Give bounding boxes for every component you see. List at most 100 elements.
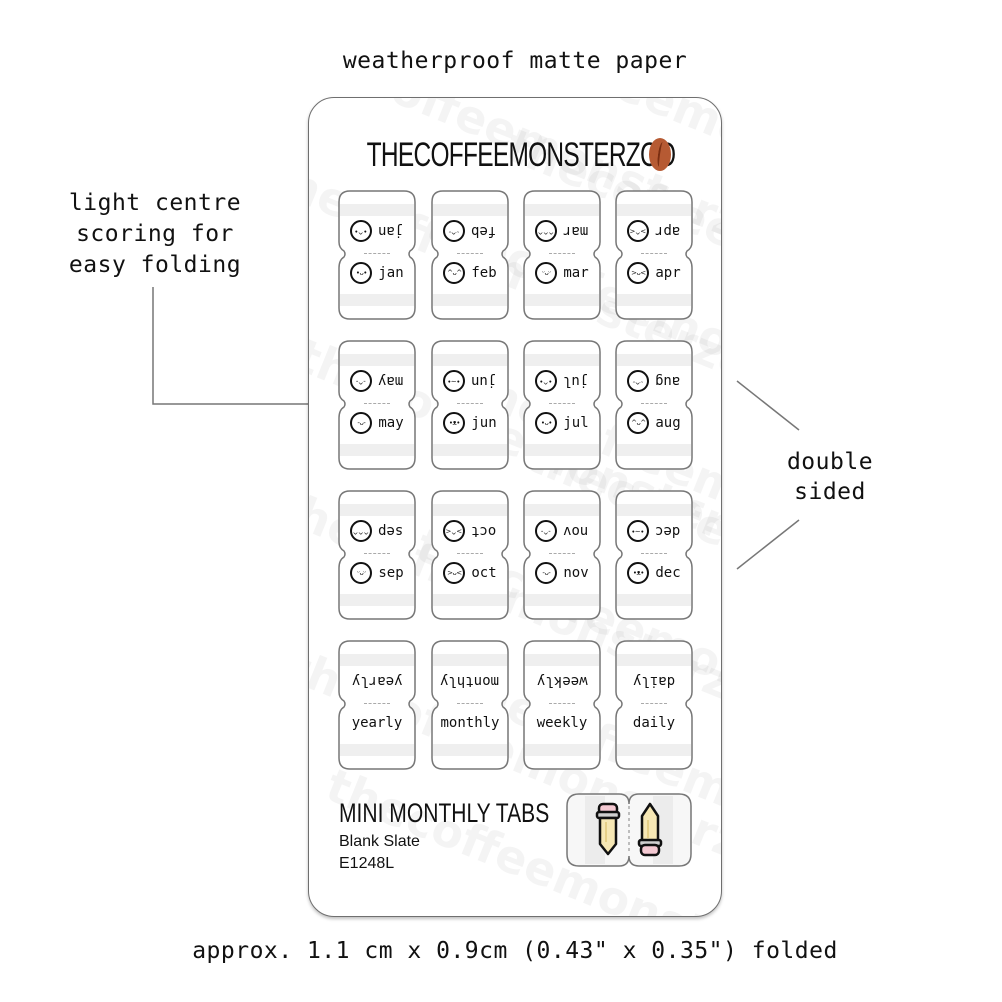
- brand-name: THECOFFEEMONSTERZCO: [366, 136, 676, 174]
- kawaii-face-icon: ^ᴗ^: [443, 262, 466, 284]
- tab-front-side: -^-may: [338, 370, 416, 392]
- tab-label: yearly: [351, 715, 403, 731]
- fold-score-line: [641, 253, 667, 254]
- kawaii-face-icon: -ᴗ-: [535, 562, 558, 584]
- sticker-sheet: thecoffeemonsterzcothecoffeemonsterzcoth…: [308, 97, 722, 917]
- double-sided-note: double sided: [745, 447, 915, 507]
- tab-label: sep: [378, 523, 404, 539]
- kawaii-face-icon: -^-: [535, 520, 558, 542]
- tab-may: -^-may-ᴗ-may: [338, 340, 416, 470]
- tab-front-side: monthly: [431, 670, 509, 692]
- tab-back-side: daily: [615, 712, 693, 734]
- scoring-note-line: scoring for: [76, 221, 234, 247]
- product-title: MINI MONTHLY TABS: [339, 798, 550, 828]
- tab-label: jan: [378, 223, 404, 239]
- tab-front-side: >^<apr: [615, 220, 693, 242]
- fold-score-line: [549, 703, 575, 704]
- tab-outline: [431, 340, 509, 470]
- kawaii-face-icon: ᵕ^ᵕ: [627, 370, 650, 392]
- tab-outline: [431, 190, 509, 320]
- tab-back-side: -ᴗ-may: [338, 412, 416, 434]
- tab-front-side: ^^^mar: [523, 220, 601, 242]
- tab-back-side: •ᴥ•jun: [431, 412, 509, 434]
- kawaii-face-icon: ^ᴗ^: [627, 412, 650, 434]
- tab-back-side: yearly: [338, 712, 416, 734]
- double-sided-note-line: sided: [794, 479, 866, 505]
- tab-back-side: •ᴗ• jul: [523, 412, 601, 434]
- tab-label: jul: [563, 373, 589, 389]
- kawaii-face-icon: •^•: [535, 370, 558, 392]
- tab-label: mar: [563, 265, 589, 281]
- tab-label: jul: [563, 415, 589, 431]
- kawaii-face-icon: >ᴗ<: [627, 262, 650, 284]
- tab-back-side: >ᴗ<oct: [431, 562, 509, 584]
- kawaii-face-icon: ᵕ^ᵕ: [443, 220, 466, 242]
- kawaii-face-icon: •ᴗ•: [350, 262, 373, 284]
- tab-label: dec: [655, 523, 681, 539]
- tab-back-side: monthly: [431, 712, 509, 734]
- tab-label: may: [378, 415, 404, 431]
- tab-jul: •^• jul •ᴗ• jul: [523, 340, 601, 470]
- kawaii-face-icon: -ᴗ-: [350, 412, 373, 434]
- tab-outline: [338, 490, 416, 620]
- coffee-bean-icon: [649, 138, 671, 171]
- tab-outline: [338, 640, 416, 770]
- tab-outline: [523, 490, 601, 620]
- tab-daily: daily daily: [615, 640, 693, 770]
- tab-outline: [431, 490, 509, 620]
- fold-score-line: [457, 553, 483, 554]
- product-code: E1248L: [339, 855, 395, 872]
- fold-score-line: [364, 253, 390, 254]
- kawaii-face-icon: •ᴗ•: [535, 412, 558, 434]
- tab-front-side: weekly: [523, 670, 601, 692]
- kawaii-face-icon: •~•: [443, 370, 466, 392]
- tab-monthly: monthly monthly: [431, 640, 509, 770]
- scoring-note-line: easy folding: [68, 252, 242, 278]
- tab-label: sep: [378, 565, 404, 581]
- product-subtitle: Blank Slate: [339, 833, 420, 850]
- pencil-icon: [595, 802, 621, 856]
- tab-front-side: •~•jun: [431, 370, 509, 392]
- fold-score-line: [641, 703, 667, 704]
- tab-label: nov: [563, 565, 589, 581]
- scoring-callout-line: [152, 287, 322, 405]
- tab-label: apr: [655, 223, 681, 239]
- tab-label: daily: [632, 673, 676, 689]
- fold-score-line: [457, 703, 483, 704]
- tab-label: yearly: [351, 673, 403, 689]
- tab-outline: [523, 340, 601, 470]
- kawaii-face-icon: -^-: [350, 370, 373, 392]
- kawaii-face-icon: >ᴗ<: [443, 562, 466, 584]
- tab-back-side: •ᴥ•dec: [615, 562, 693, 584]
- tab-label: jan: [378, 265, 404, 281]
- kawaii-face-icon: ᵕᴗᵕ: [535, 262, 558, 284]
- tab-outline: [338, 190, 416, 320]
- tab-front-side: >^<oct: [431, 520, 509, 542]
- tab-front-side: •^• jul: [523, 370, 601, 392]
- fold-score-line: [364, 553, 390, 554]
- fold-score-line: [364, 403, 390, 404]
- tab-back-side: -ᴗ-nov: [523, 562, 601, 584]
- kawaii-face-icon: •~•: [627, 520, 650, 542]
- tab-outline: [523, 640, 601, 770]
- tab-jun: •~•jun •ᴥ•jun: [431, 340, 509, 470]
- tab-front-side: yearly: [338, 670, 416, 692]
- tab-back-side: •ᴗ• jan: [338, 262, 416, 284]
- tab-label: feb: [471, 223, 497, 239]
- fold-score-line: [549, 403, 575, 404]
- tab-label: mar: [563, 223, 589, 239]
- tab-front-side: ^^^sep: [338, 520, 416, 542]
- tab-front-side: •^•jan: [338, 220, 416, 242]
- tab-jan: •^•jan •ᴗ• jan: [338, 190, 416, 320]
- tab-nov: -^- nov-ᴗ-nov: [523, 490, 601, 620]
- scoring-note-line: light centre: [68, 190, 242, 216]
- tab-front-side: •~• dec: [615, 520, 693, 542]
- tab-outline: [523, 190, 601, 320]
- scoring-note: light centre scoring for easy folding: [40, 188, 270, 281]
